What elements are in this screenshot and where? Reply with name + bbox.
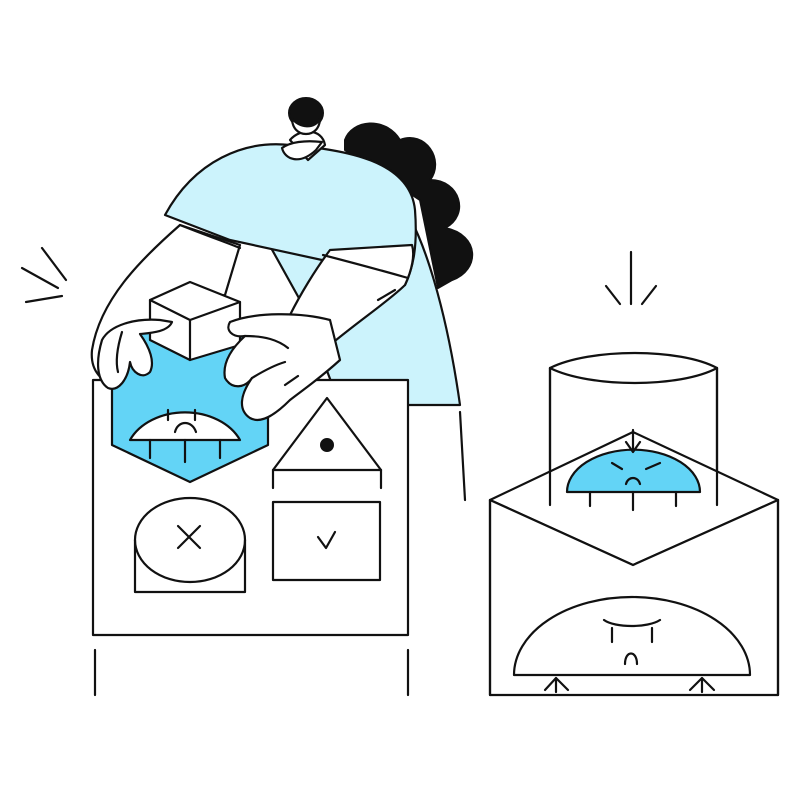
triangle-slot (271, 396, 383, 490)
grumpy-large-character (512, 595, 752, 694)
right-box (488, 250, 780, 697)
square-slot (271, 500, 382, 582)
hexagon-block-and-hands (96, 280, 342, 421)
person-right-sleeve-edge (321, 253, 410, 280)
drop-lines-right (604, 250, 658, 306)
person-arm-crease (376, 288, 397, 302)
person-face (290, 116, 322, 136)
check-icon (316, 530, 337, 550)
person-left-hand (96, 318, 174, 390)
sad-half-circle-character (128, 408, 242, 464)
person-leg-line (458, 410, 467, 502)
stress-lines-left (20, 246, 68, 304)
person-right-hand (223, 313, 342, 421)
cross-icon (176, 524, 202, 550)
left-box (20, 246, 410, 697)
person-left-sleeve-edge (178, 223, 242, 250)
circle-slot (133, 496, 247, 594)
person-neck (280, 140, 324, 161)
angry-small-character (565, 428, 702, 512)
